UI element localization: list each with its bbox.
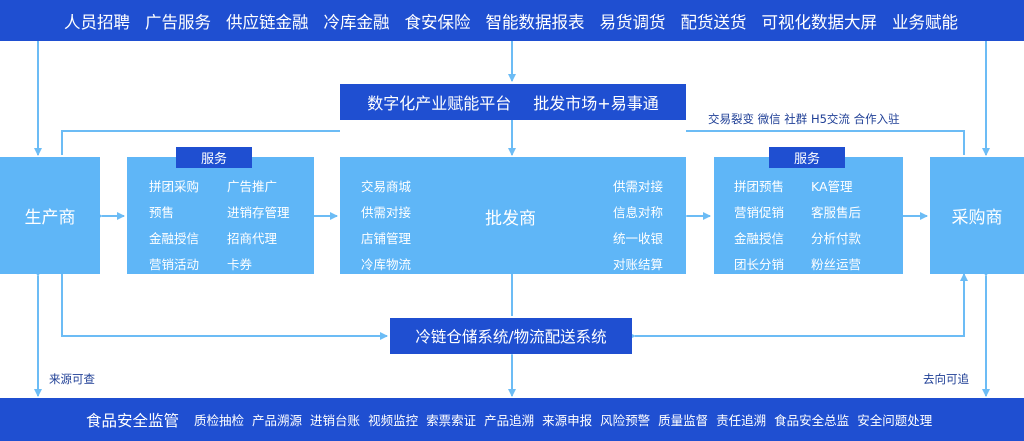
- right-service-panel: 拼团预售营销促销金融授信团长分销 KA管理客服售后分析付款粉丝运营: [714, 157, 903, 274]
- left-service-tag-label: 服务: [200, 152, 227, 167]
- top-service-item: 业务赋能: [892, 12, 958, 32]
- food-safety-item: 进销台账: [310, 413, 361, 428]
- top-service-item: 配货送货: [680, 12, 747, 32]
- wholesaler-item: 店铺管理: [361, 231, 412, 246]
- left-service-item: 金融授信: [149, 231, 200, 246]
- right-service-item: KA管理: [811, 179, 853, 194]
- food-safety-item: 责任追溯: [716, 413, 767, 428]
- right-service-item: 团长分销: [734, 257, 785, 272]
- logistics-box: 冷链仓储系统/物流配送系统: [390, 318, 632, 354]
- right-service-item: 客服售后: [811, 205, 862, 220]
- loop-buyer-platform: [686, 130, 965, 155]
- platform-subtitle: 批发市场+易事通: [533, 94, 659, 113]
- left-service-item: 卡券: [227, 257, 253, 272]
- left-service-col1: 拼团采购预售金融授信营销活动: [149, 176, 199, 273]
- wholesaler-right-items: 供需对接信息对称统一收银对账结算: [613, 176, 663, 273]
- wholesaler-item: 信息对称: [613, 205, 664, 220]
- food-safety-item: 产品追溯: [484, 413, 535, 428]
- loop-producer-platform: [61, 130, 340, 155]
- platform-box: 数字化产业赋能平台 批发市场+易事通: [340, 84, 686, 120]
- right-service-tag-label: 服务: [793, 152, 820, 167]
- left-service-item: 营销活动: [149, 257, 200, 272]
- top-service-item: 人员招聘: [64, 12, 130, 32]
- wholesaler-item: 交易商城: [361, 179, 412, 194]
- food-safety-item: 安全问题处理: [857, 413, 933, 428]
- top-service-item: 可视化数据大屏: [761, 12, 878, 32]
- loop-producer-logistics: [58, 267, 388, 340]
- wholesaler-label: 批发商: [485, 209, 536, 229]
- food-safety-item: 食品安全总监: [774, 413, 850, 428]
- right-service-item: 粉丝运营: [811, 257, 862, 272]
- right-service-item: 营销促销: [734, 205, 785, 220]
- wholesaler-item: 冷库物流: [361, 257, 412, 272]
- top-service-item: 冷库金融: [323, 12, 390, 32]
- trace-destination-note: 去向可追: [923, 372, 969, 386]
- right-service-col2: KA管理客服售后分析付款粉丝运营: [811, 176, 861, 273]
- wholesaler-left-items: 交易商城供需对接店铺管理冷库物流: [361, 176, 411, 273]
- food-safety-bar: 食品安全监管 质检抽检产品溯源进销台账视频监控索票索证产品追溯来源申报风险预警质…: [0, 398, 1024, 441]
- right-service-item: 拼团预售: [734, 179, 785, 194]
- food-safety-item: 质检抽检: [194, 413, 245, 428]
- producer-node: 生产商: [0, 157, 100, 274]
- left-service-item: 招商代理: [227, 231, 278, 246]
- left-service-col2: 广告推广进销存管理招商代理卡券: [227, 176, 290, 273]
- wholesaler-item: 统一收银: [613, 231, 664, 246]
- food-safety-item: 索票索证: [426, 413, 477, 428]
- right-service-col1: 拼团预售营销促销金融授信团长分销: [734, 176, 784, 273]
- right-service-tag: 服务: [769, 147, 845, 168]
- food-safety-item: 风险预警: [600, 413, 651, 428]
- wholesaler-item: 对账结算: [613, 257, 664, 272]
- buyer-node: 采购商: [930, 157, 1024, 274]
- left-service-item: 进销存管理: [227, 205, 290, 220]
- top-service-item: 食安保险: [404, 12, 471, 32]
- logistics-label: 冷链仓储系统/物流配送系统: [415, 328, 607, 346]
- buyer-label: 采购商: [951, 208, 1003, 228]
- food-safety-title: 食品安全监管: [86, 411, 180, 430]
- left-service-panel: 拼团采购预售金融授信营销活动 广告推广进销存管理招商代理卡券: [127, 157, 314, 274]
- right-service-item: 分析付款: [811, 231, 862, 246]
- producer-label: 生产商: [24, 208, 76, 228]
- wholesaler-panel: 交易商城供需对接店铺管理冷库物流 批发商 供需对接信息对称统一收银对账结算: [340, 157, 686, 274]
- loop-logistics-buyer: [628, 273, 968, 340]
- top-service-item: 易货调货: [599, 12, 666, 32]
- top-service-item: 供应链金融: [226, 12, 309, 32]
- left-service-tag: 服务: [176, 147, 252, 168]
- food-safety-item: 视频监控: [368, 413, 419, 428]
- left-service-item: 预售: [149, 205, 175, 220]
- top-service-item: 广告服务: [145, 12, 211, 32]
- trace-source-note: 来源可查: [49, 372, 95, 386]
- left-service-item: 广告推广: [227, 179, 278, 194]
- right-service-item: 金融授信: [734, 231, 785, 246]
- wholesaler-item: 供需对接: [361, 205, 412, 220]
- food-safety-item: 来源申报: [542, 413, 593, 428]
- top-services-bar: 人员招聘广告服务供应链金融冷库金融食安保险智能数据报表易货调货配货送货可视化数据…: [0, 0, 1024, 41]
- social-channels-note: 交易裂变 微信 社群 H5交流 合作入驻: [708, 112, 900, 126]
- platform-title: 数字化产业赋能平台: [367, 94, 512, 113]
- left-service-item: 拼团采购: [149, 179, 200, 194]
- wholesaler-item: 供需对接: [613, 179, 664, 194]
- food-safety-item: 产品溯源: [252, 413, 303, 428]
- top-service-item: 智能数据报表: [485, 12, 585, 32]
- food-safety-item: 质量监督: [658, 413, 709, 428]
